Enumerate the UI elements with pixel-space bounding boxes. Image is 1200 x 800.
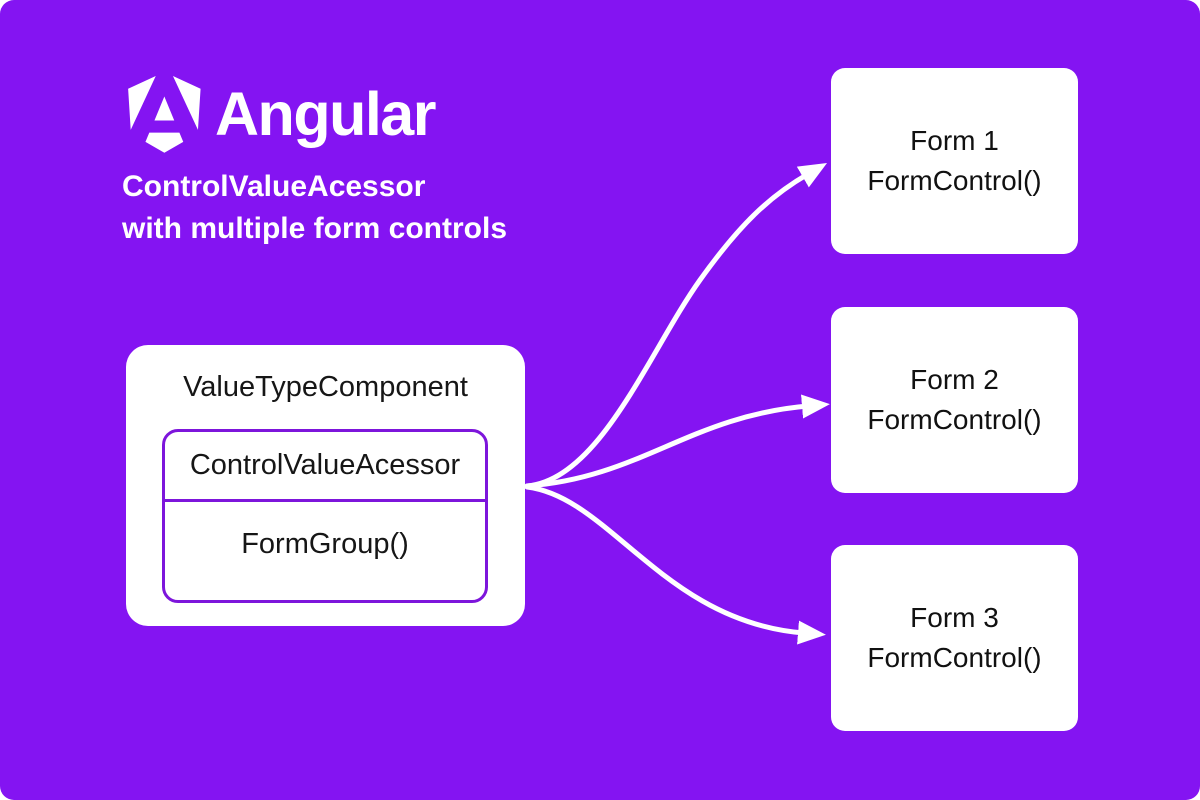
component-title: ValueTypeComponent (183, 370, 468, 403)
control-value-accessor-box: ControlValueAcessor FormGroup() (162, 429, 488, 603)
brand-title: Angular (215, 80, 436, 148)
form-1-title: Form 1 (910, 125, 999, 156)
angular-logo-icon (128, 76, 201, 153)
form-3-title: Form 3 (910, 602, 999, 633)
arrow-to-form-2 (524, 394, 830, 489)
form-group-label: FormGroup() (241, 527, 409, 560)
form-3-box: Form 3 FormControl() (831, 545, 1078, 731)
subtitle-line-1: ControlValueAcessor (122, 170, 426, 203)
form-2-box: Form 2 FormControl() (831, 307, 1078, 493)
subtitle-line-2: with multiple form controls (122, 212, 508, 245)
arrow-to-form-1 (524, 162, 828, 489)
form-1-box: Form 1 FormControl() (831, 68, 1078, 254)
form-3-control-label: FormControl() (867, 642, 1042, 673)
control-value-accessor-label: ControlValueAcessor (165, 432, 485, 502)
value-type-component-box: ValueTypeComponent ControlValueAcessor F… (126, 345, 525, 626)
diagram-subtitle: ControlValueAcessor with multiple form c… (122, 166, 507, 250)
form-2-control-label: FormControl() (867, 404, 1042, 435)
form-2-title: Form 2 (910, 364, 999, 395)
form-1-control-label: FormControl() (867, 165, 1042, 196)
brand-header: Angular (128, 76, 436, 153)
arrow-to-form-3 (524, 484, 826, 645)
